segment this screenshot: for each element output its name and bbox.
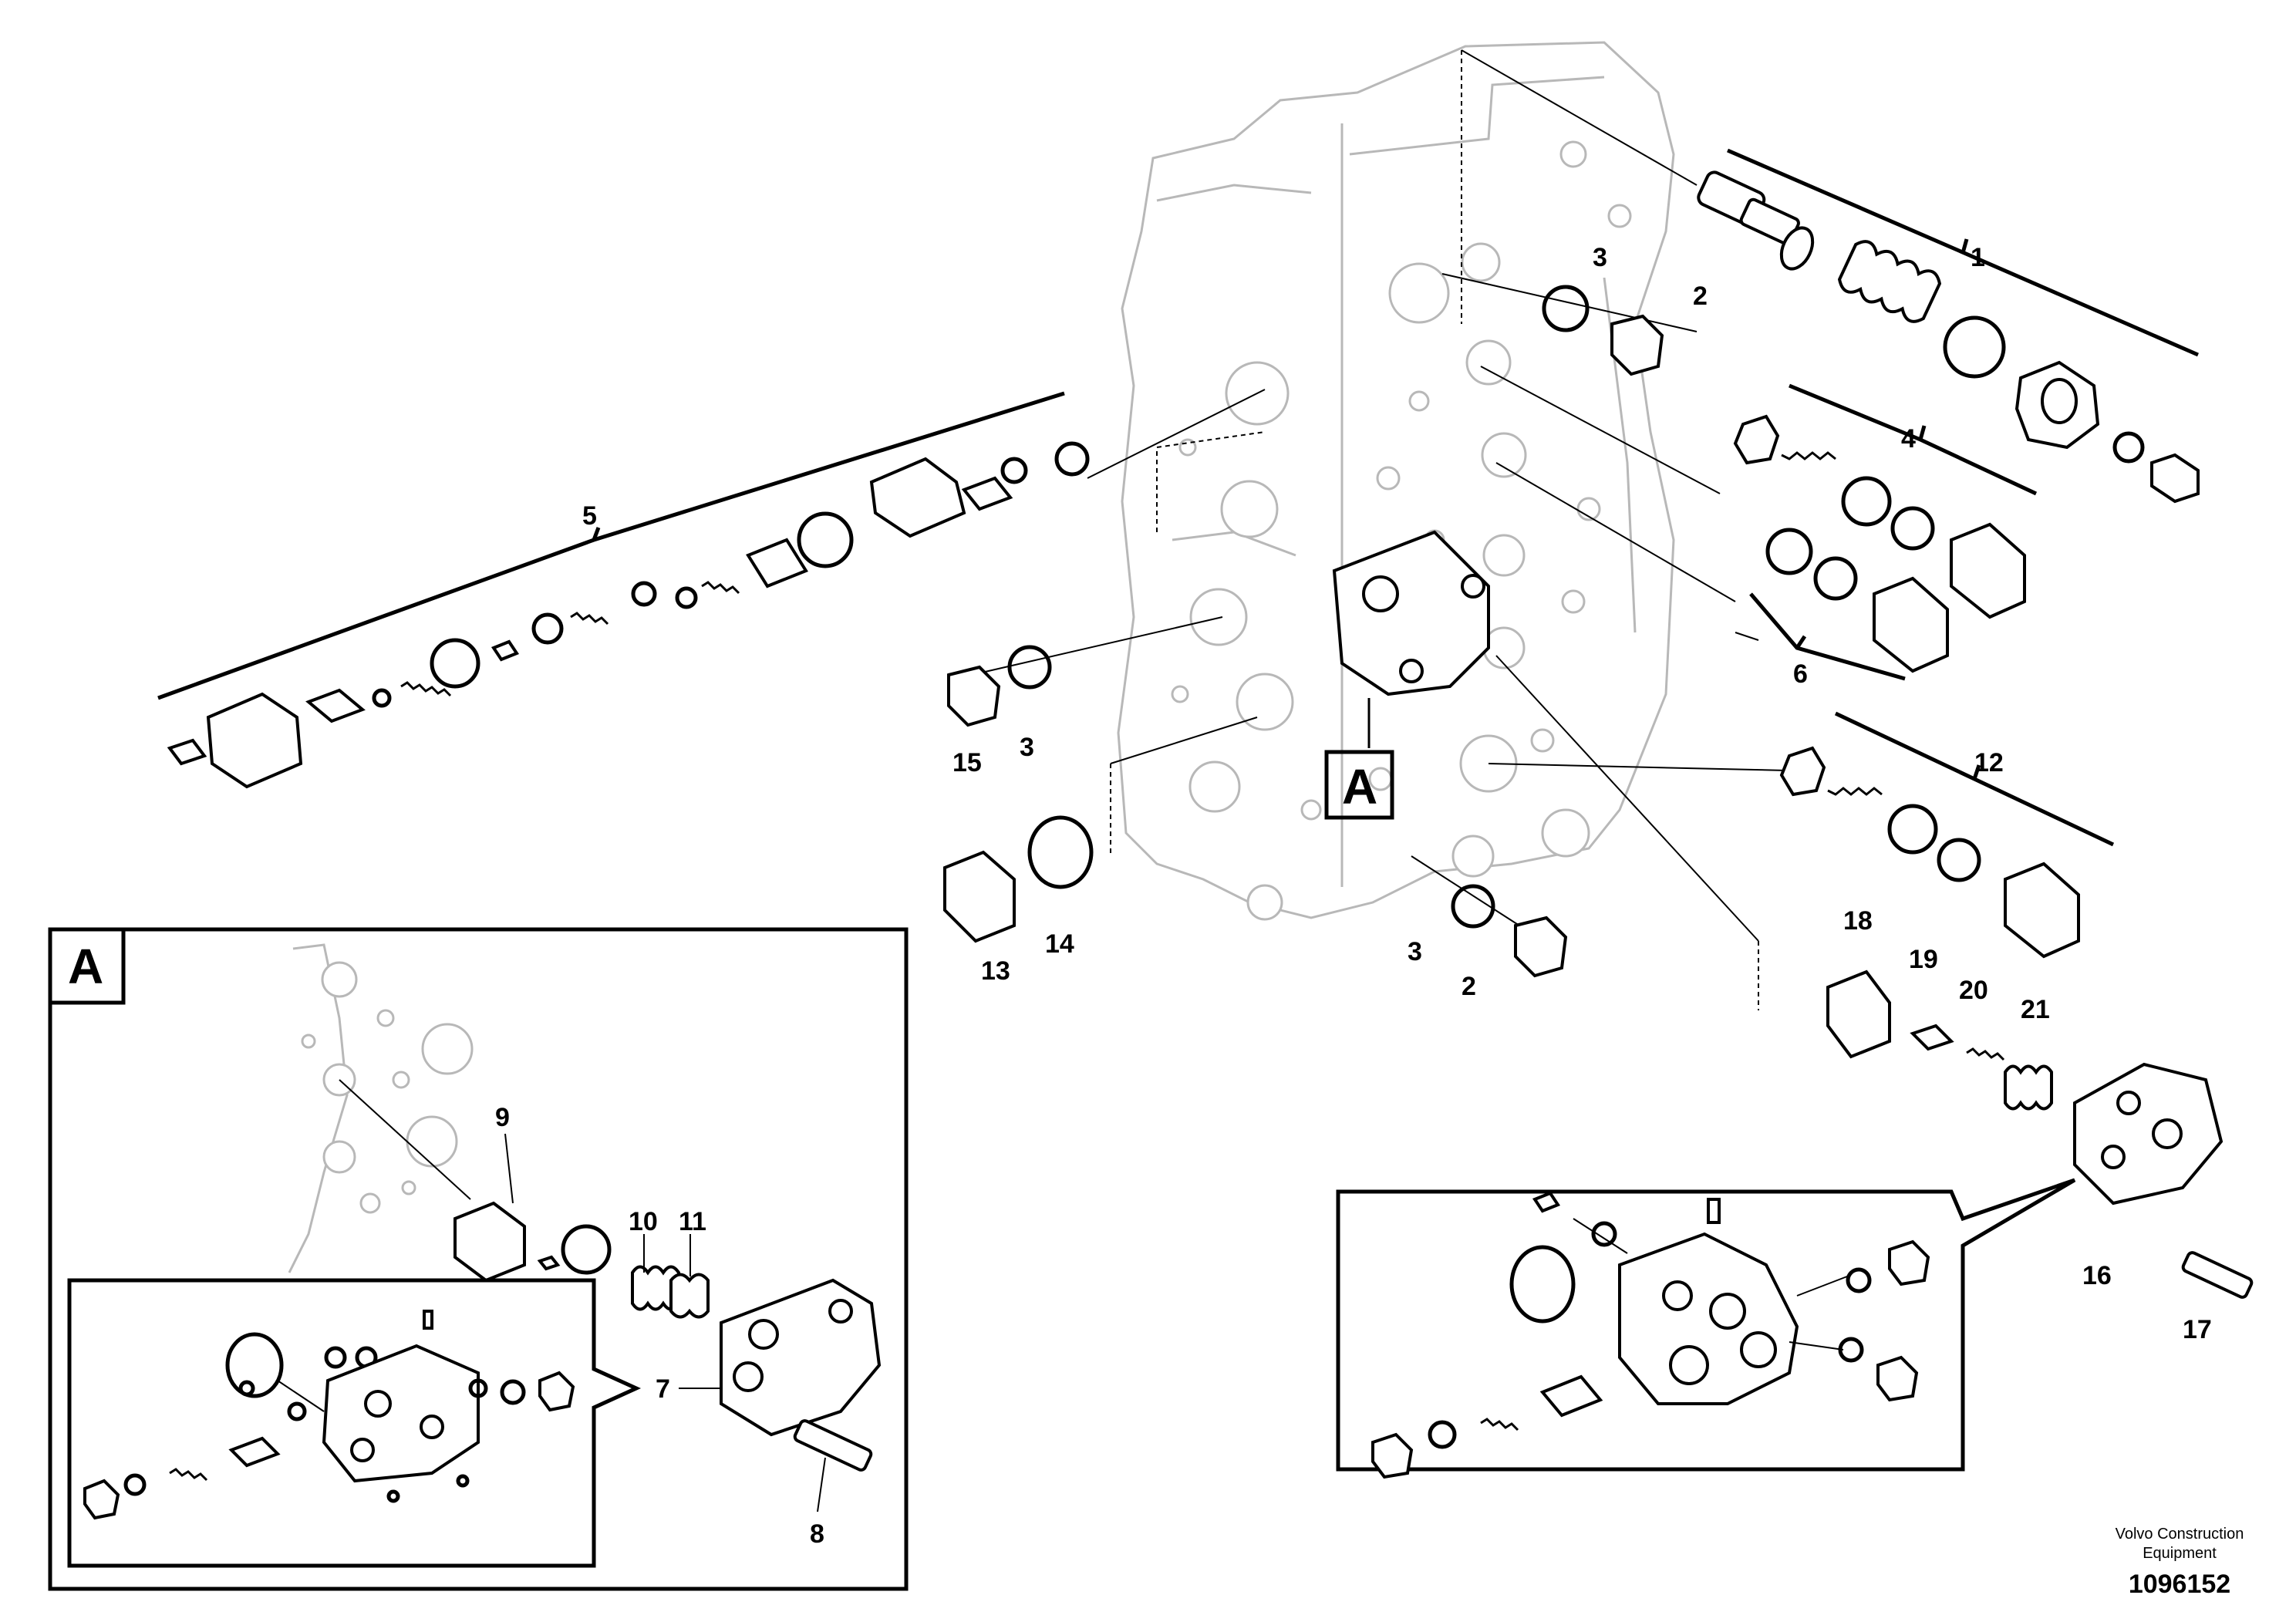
callout-12: 12 [1974, 748, 2004, 777]
part-group-15-3 [947, 645, 1052, 727]
part-group-5 [167, 441, 1090, 789]
callout-15: 15 [952, 748, 982, 777]
part-group-1 [1697, 170, 2200, 504]
detail-a-panel: A [48, 927, 909, 1591]
callout-labels: 1 2 3 4 5 6 12 15 3 13 14 3 2 18 19 20 2… [582, 243, 2212, 1344]
callout-14: 14 [1045, 929, 1074, 959]
callout-10: 10 [629, 1207, 658, 1236]
callout-7: 7 [656, 1374, 670, 1404]
callout-6: 6 [1793, 659, 1808, 689]
callout-3-left: 3 [1020, 733, 1034, 762]
callout-20: 20 [1959, 976, 1988, 1005]
document-number: 1096152 [2129, 1570, 2230, 1599]
detail-a-panel-letter: A [68, 939, 103, 994]
callout-8: 8 [810, 1519, 824, 1549]
callout-21: 21 [2021, 995, 2050, 1024]
leader-lines [971, 49, 1821, 1010]
callout-18: 18 [1843, 906, 1873, 936]
group-brackets [157, 148, 2199, 847]
part-group-13-14 [943, 815, 1094, 943]
credit-block: Volvo Construction Equipment 1096152 [2116, 1526, 2244, 1599]
callout-16: 16 [2082, 1261, 2112, 1290]
callout-2-lower: 2 [1462, 972, 1476, 1001]
callout-9: 9 [495, 1103, 510, 1132]
section-a-marker: A [1324, 698, 1394, 820]
callout-17: 17 [2183, 1315, 2212, 1344]
section-a-block [1332, 530, 1490, 696]
callout-1: 1 [1971, 243, 1985, 272]
part-group-18-21 [1826, 969, 2254, 1299]
callout-2-upper: 2 [1693, 282, 1708, 311]
part-group-12 [1779, 746, 2080, 959]
credit-line-2: Equipment [2143, 1545, 2217, 1562]
callout-4: 4 [1901, 424, 1916, 454]
part-group-3-2-lower [1451, 884, 1568, 978]
callout-19: 19 [1909, 945, 1938, 974]
part-group-3-2-upper [1542, 285, 1664, 376]
callout-3-lower: 3 [1408, 937, 1422, 966]
callout-11: 11 [679, 1207, 706, 1236]
control-valve-body [1117, 41, 1675, 921]
credit-line-1: Volvo Construction [2116, 1526, 2244, 1543]
valve-sub-detail-box [1336, 1178, 2076, 1479]
callout-3-upper: 3 [1593, 243, 1607, 272]
callout-13: 13 [981, 956, 1010, 986]
callout-5: 5 [582, 501, 597, 531]
section-a-marker-letter: A [1342, 759, 1377, 814]
part-group-4-6 [1733, 414, 2026, 673]
